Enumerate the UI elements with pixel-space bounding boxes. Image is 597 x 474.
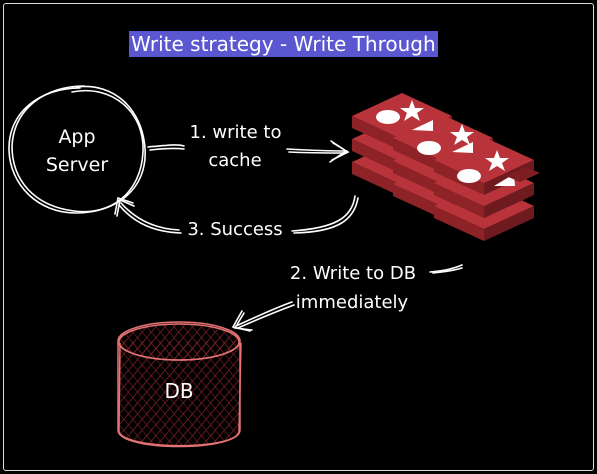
app-server-label-line1: App	[58, 126, 96, 148]
step-write-to-db-line2: immediately	[295, 292, 409, 313]
diagram-title: Write strategy - Write Through	[129, 31, 438, 57]
arrow-write-to-cache	[147, 140, 350, 163]
database-label: DB	[164, 379, 194, 403]
step-write-to-cache-line2: cache	[208, 150, 262, 171]
arrow-write-to-db	[231, 264, 463, 332]
step-write-to-cache-line1: 1. write to	[189, 122, 282, 143]
database-cylinder-icon	[117, 321, 242, 448]
app-server-label-line2: Server	[45, 154, 109, 176]
arrow-success	[114, 195, 359, 234]
cache-stack-icon	[352, 93, 540, 241]
frame-border	[3, 3, 594, 471]
step-write-to-db-line1: 2. Write to DB	[289, 263, 417, 284]
app-server-node	[8, 85, 146, 214]
step-success: 3. Success	[187, 219, 283, 240]
